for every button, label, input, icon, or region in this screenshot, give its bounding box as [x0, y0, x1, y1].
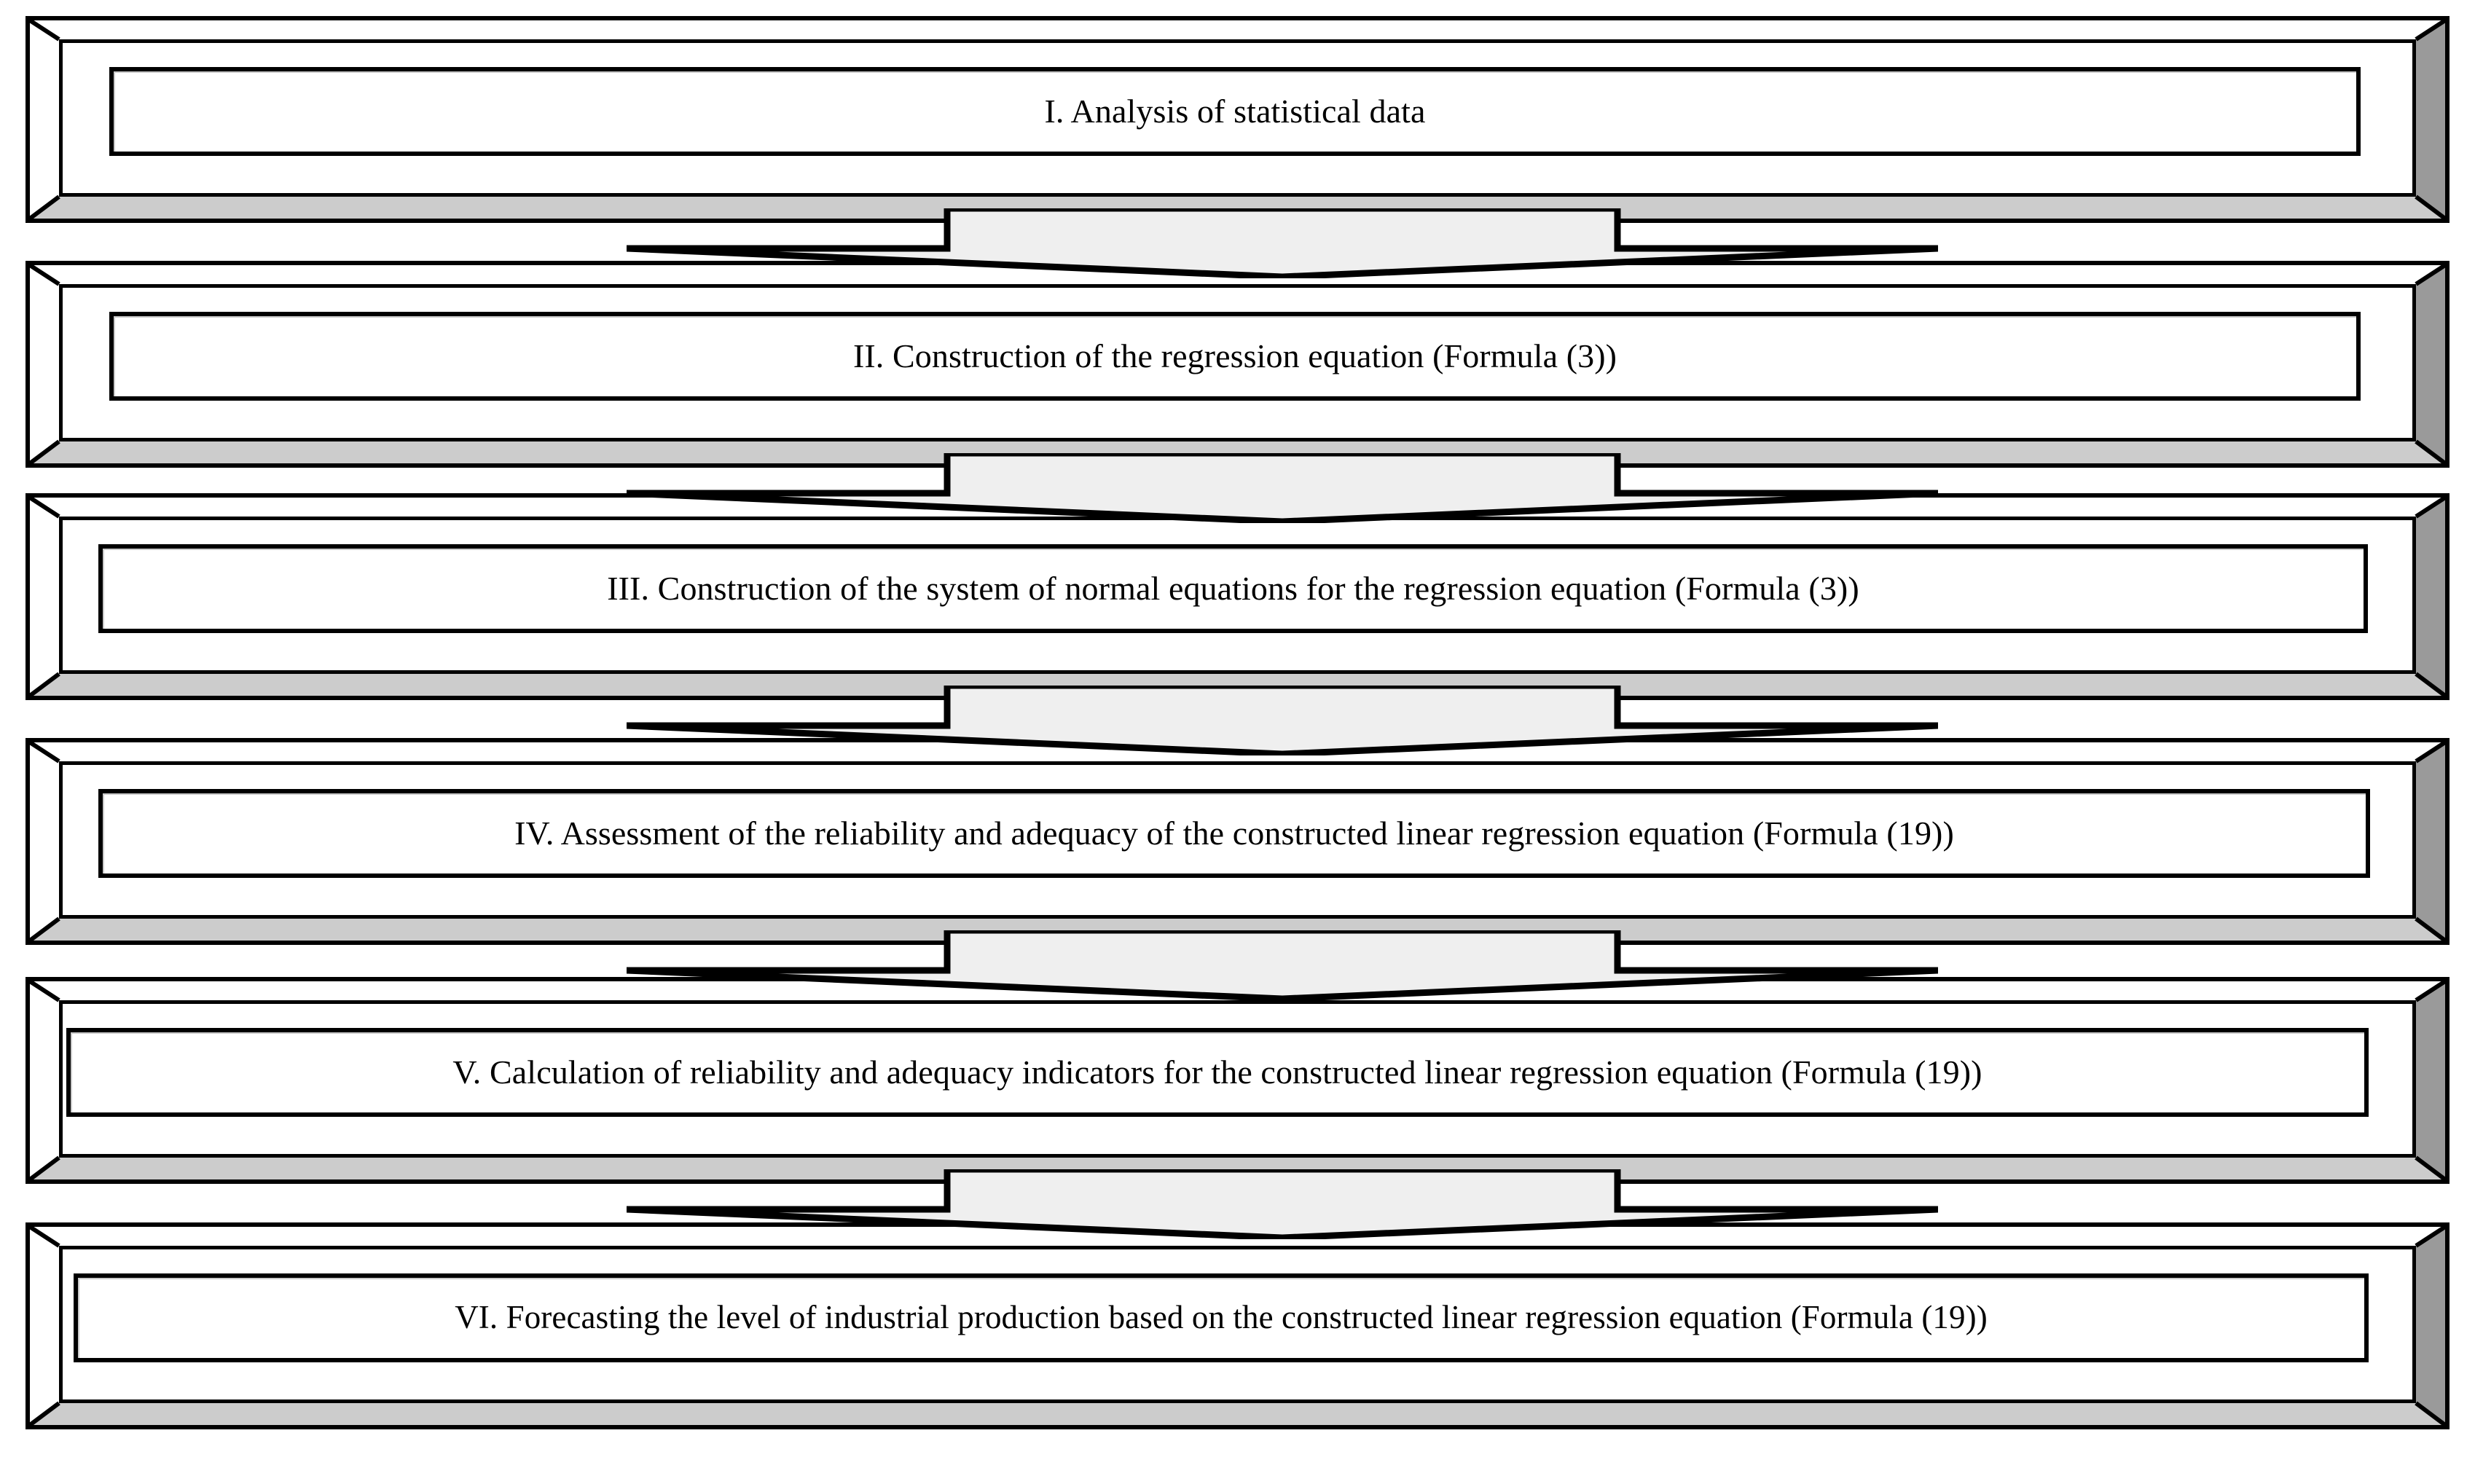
process-step-box[interactable]: III. Construction of the system of norma…: [26, 493, 2449, 700]
step-label-text: VI. Forecasting the level of industrial …: [455, 1299, 1988, 1336]
step-label-text: II. Construction of the regression equat…: [852, 337, 1617, 374]
step-label-text: IV. Assessment of the reliability and ad…: [514, 814, 1954, 852]
process-step-box[interactable]: I. Analysis of statistical data: [26, 16, 2449, 223]
step-label-box: I. Analysis of statistical data: [109, 67, 2361, 156]
process-step-box[interactable]: V. Calculation of reliability and adequa…: [26, 977, 2449, 1184]
process-step-box[interactable]: VI. Forecasting the level of industrial …: [26, 1222, 2449, 1429]
step-label-box: V. Calculation of reliability and adequa…: [66, 1028, 2369, 1117]
step-label-box: II. Construction of the regression equat…: [109, 312, 2361, 401]
step-label-box: VI. Forecasting the level of industrial …: [74, 1273, 2369, 1362]
flow-arrow-down: [627, 208, 1938, 278]
step-label-box: IV. Assessment of the reliability and ad…: [98, 789, 2370, 878]
process-step-box[interactable]: IV. Assessment of the reliability and ad…: [26, 738, 2449, 945]
flow-arrow-down: [627, 686, 1938, 755]
flow-arrow-down: [627, 930, 1938, 1000]
step-label-box: III. Construction of the system of norma…: [98, 544, 2368, 633]
step-label-text: III. Construction of the system of norma…: [607, 569, 1859, 607]
flow-arrow-down: [627, 453, 1938, 523]
step-label-text: I. Analysis of statistical data: [1044, 92, 1426, 130]
flow-arrow-down: [627, 1169, 1938, 1239]
process-step-box[interactable]: II. Construction of the regression equat…: [26, 261, 2449, 468]
step-label-text: V. Calculation of reliability and adequa…: [452, 1053, 1982, 1091]
